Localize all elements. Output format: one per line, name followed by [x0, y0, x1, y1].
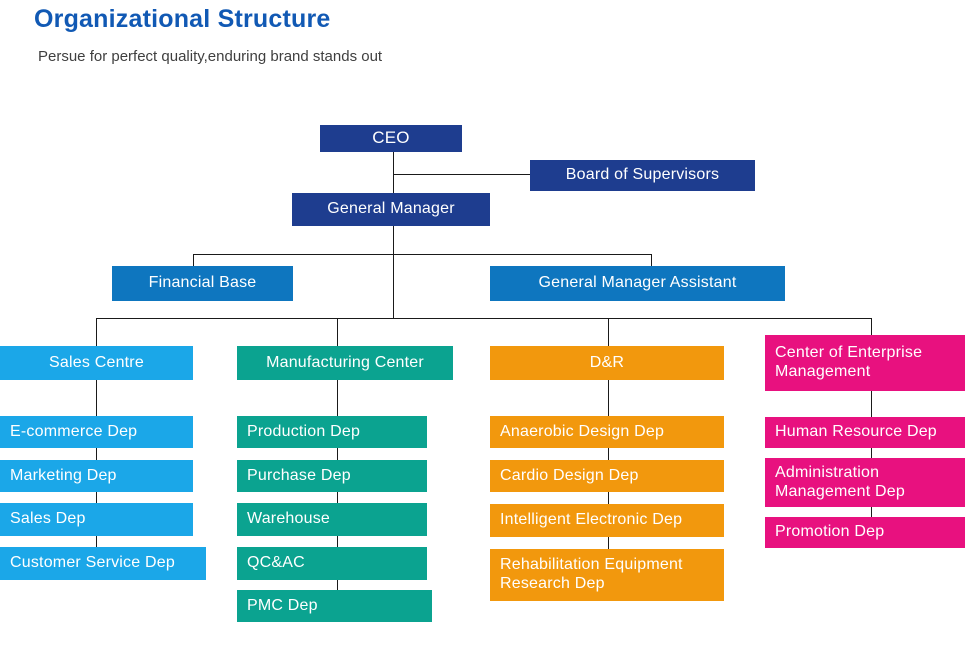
node-ecommerce-dep: E-commerce Dep — [0, 416, 193, 448]
node-production-dep: Production Dep — [237, 416, 427, 448]
node-human-resource-dep: Human Resource Dep — [765, 417, 965, 448]
connector-branch-level2 — [193, 254, 652, 255]
connector-drop-gm-assistant — [651, 254, 652, 266]
node-purchase-dep: Purchase Dep — [237, 460, 427, 492]
node-general-manager: General Manager — [292, 193, 490, 226]
connector-gm-down — [393, 226, 394, 318]
node-general-manager-assistant: General Manager Assistant — [490, 266, 785, 301]
node-sales-centre: Sales Centre — [0, 346, 193, 380]
node-intelligent-electronic-dep: Intelligent Electronic Dep — [490, 504, 724, 537]
node-qc-ac: QC&AC — [237, 547, 427, 580]
connector-ceo-to-gm — [393, 152, 394, 194]
node-administration-management-dep: Administration Management Dep — [765, 458, 965, 507]
connector-to-board — [393, 174, 530, 175]
node-cardio-design-dep: Cardio Design Dep — [490, 460, 724, 492]
node-marketing-dep: Marketing Dep — [0, 460, 193, 492]
connector-drop-financial-base — [193, 254, 194, 266]
node-center-of-enterprise-management: Center of Enterprise Management — [765, 335, 965, 391]
node-promotion-dep: Promotion Dep — [765, 517, 965, 548]
node-board-of-supervisors: Board of Supervisors — [530, 160, 755, 191]
node-warehouse: Warehouse — [237, 503, 427, 536]
node-anaerobic-design-dep: Anaerobic Design Dep — [490, 416, 724, 448]
node-ceo: CEO — [320, 125, 462, 152]
node-rehabilitation-equipment-research-dep: Rehabilitation Equipment Research Dep — [490, 549, 724, 601]
node-pmc-dep: PMC Dep — [237, 590, 432, 622]
node-manufacturing-center: Manufacturing Center — [237, 346, 453, 380]
node-financial-base: Financial Base — [112, 266, 293, 301]
node-d-and-r: D&R — [490, 346, 724, 380]
page-title: Organizational Structure — [34, 5, 331, 33]
page-subtitle: Persue for perfect quality,enduring bran… — [38, 48, 383, 65]
node-customer-service-dep: Customer Service Dep — [0, 547, 206, 580]
connector-column-manufacturing — [337, 318, 338, 590]
node-sales-dep: Sales Dep — [0, 503, 193, 536]
connector-branch-level3 — [96, 318, 872, 319]
